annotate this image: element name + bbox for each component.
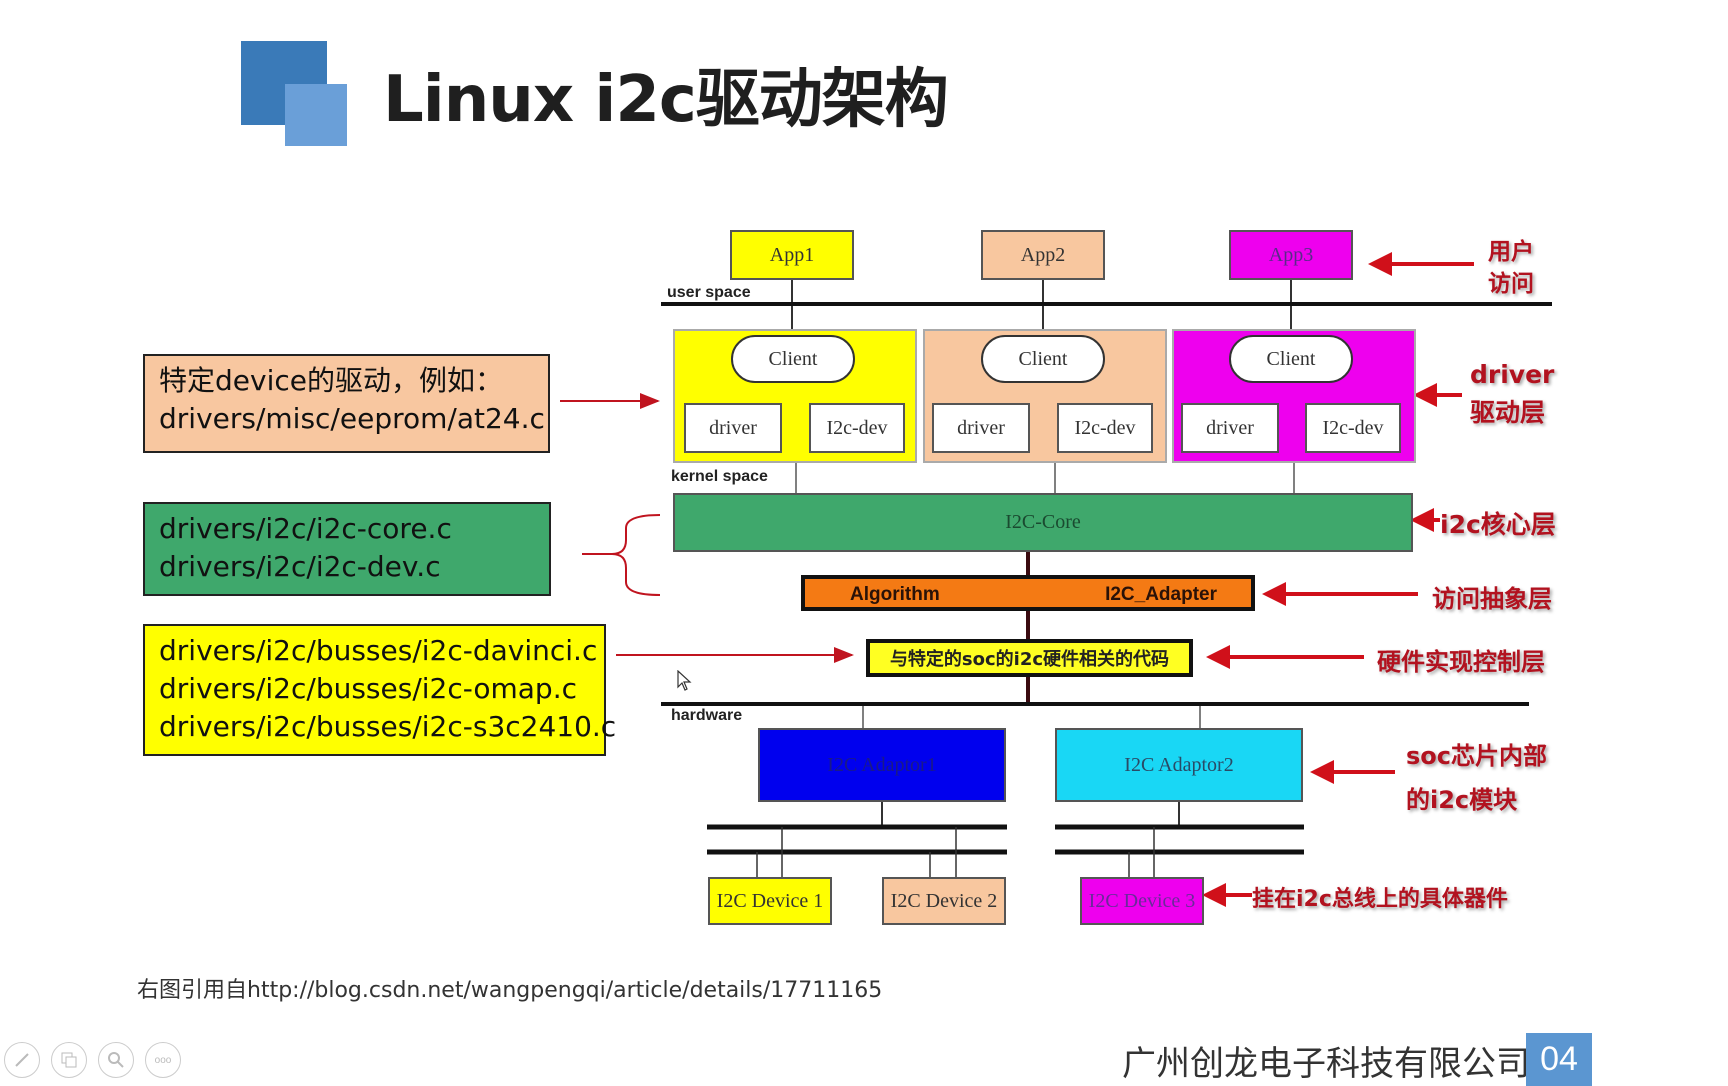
device1-box: I2C Device 1 (708, 877, 832, 925)
client-2: Client (981, 335, 1105, 383)
user-space-label: user space (667, 284, 751, 301)
slide-title: Linux i2c驱动架构 (383, 63, 949, 137)
i2c-core-box: I2C-Core (673, 493, 1413, 552)
slides-icon[interactable] (51, 1042, 87, 1078)
note2-brace (582, 514, 661, 596)
note-line: drivers/i2c/busses/i2c-s3c2410.c (159, 710, 617, 743)
device2-box: I2C Device 2 (882, 877, 1006, 925)
driver-3: driver (1181, 403, 1279, 453)
page-number: 04 (1526, 1033, 1592, 1086)
annotation-bus-devices: 挂在i2c总线上的具体器件 (1252, 887, 1508, 912)
annotation-abstraction-layer: 访问抽象层 (1432, 585, 1552, 613)
annotation-line: 用户 (1488, 239, 1534, 265)
mouse-cursor-icon (677, 670, 692, 691)
hardware-label: hardware (671, 707, 743, 724)
annotation-soc-module: soc芯片内部 的i2c模块 (1406, 734, 1547, 822)
i2c-dev-1: I2c-dev (809, 403, 905, 453)
annotation-driver-layer: driver 驱动层 (1470, 356, 1554, 432)
annotation-line: driver (1470, 360, 1555, 389)
annotation-line: 访问 (1488, 271, 1534, 297)
soc-code-box: 与特定的soc的i2c硬件相关的代码 (866, 639, 1193, 677)
driver-2: driver (932, 403, 1030, 453)
note-bus-files: drivers/i2c/busses/i2c-davinci.c drivers… (143, 624, 617, 756)
logo-square-light (285, 84, 347, 146)
annotation-core-layer: i2c核心层 (1440, 510, 1556, 539)
app2-box: App2 (981, 230, 1105, 280)
annotation-hw-control-layer: 硬件实现控制层 (1377, 648, 1545, 676)
client-3: Client (1229, 335, 1353, 383)
pen-icon[interactable] (4, 1042, 40, 1078)
i2c-dev-3: I2c-dev (1305, 403, 1401, 453)
device3-box: I2C Device 3 (1080, 877, 1204, 925)
note-device-driver: 特定device的驱动，例如： drivers/misc/eeprom/at24… (143, 354, 550, 453)
adaptor2-box: I2C Adaptor2 (1055, 728, 1303, 802)
note-line: drivers/i2c/busses/i2c-omap.c (159, 672, 578, 705)
zoom-icon[interactable] (98, 1042, 134, 1078)
note-line: 特定device的驱动，例如： (159, 364, 503, 397)
adaptor1-box: I2C Adaptor1 (758, 728, 1006, 802)
algorithm-adapter-bar: Algorithm I2C_Adapter (801, 575, 1255, 611)
annotation-line: soc芯片内部 (1406, 742, 1547, 770)
algorithm-label: Algorithm (850, 584, 940, 605)
note-line: drivers/i2c/i2c-core.c (159, 512, 452, 545)
driver-1: driver (684, 403, 782, 453)
note-core-files: drivers/i2c/i2c-core.c drivers/i2c/i2c-d… (143, 502, 551, 596)
client-1: Client (731, 335, 855, 383)
note-line: drivers/i2c/i2c-dev.c (159, 550, 441, 583)
i2c-dev-2: I2c-dev (1057, 403, 1153, 453)
note-line: drivers/misc/eeprom/at24.c (159, 402, 545, 435)
app1-box: App1 (730, 230, 854, 280)
adapter-label: I2C_Adapter (1105, 584, 1217, 605)
more-icon[interactable]: ooo (145, 1042, 181, 1078)
app3-box: App3 (1229, 230, 1353, 280)
annotation-line: 驱动层 (1470, 398, 1546, 427)
company-name: 广州创龙电子科技有限公司 (1122, 1044, 1530, 1084)
annotation-user-access: 用户 访问 (1488, 236, 1534, 300)
annotation-line: 的i2c模块 (1406, 786, 1518, 814)
note-line: drivers/i2c/busses/i2c-davinci.c (159, 634, 598, 667)
source-note: 右图引用自http://blog.csdn.net/wangpengqi/art… (137, 978, 883, 1003)
kernel-space-label: kernel space (671, 468, 768, 485)
